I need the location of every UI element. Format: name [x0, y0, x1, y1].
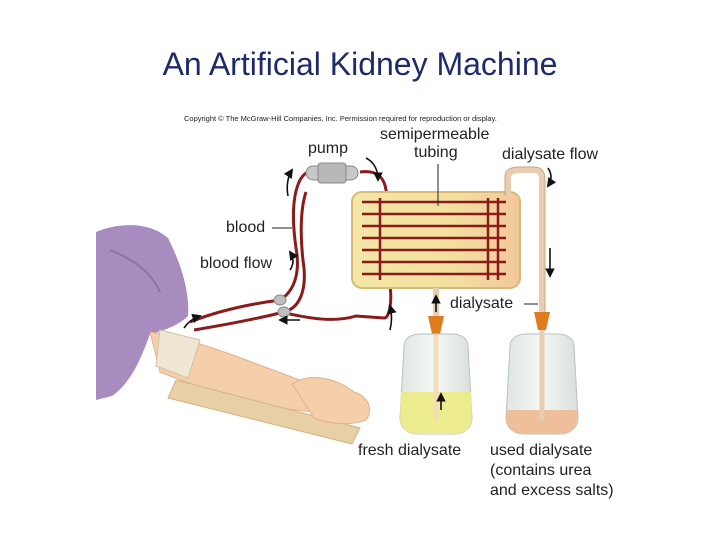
label-tubing: tubing [414, 144, 458, 161]
sleeve [96, 225, 189, 400]
tube-connector [277, 306, 291, 318]
armrest [167, 379, 361, 445]
patient-arm [96, 225, 370, 445]
bag-nozzle [428, 316, 444, 334]
fresh-dialysate-bag [399, 333, 473, 435]
label-blood-flow: blood flow [200, 255, 273, 272]
label-used-dialysate-salts: and excess salts) [490, 482, 614, 499]
label-dialysate: dialysate [450, 295, 514, 312]
label-used-dialysate: used dialysate [490, 442, 593, 459]
bag-nozzle [534, 312, 550, 330]
pump [305, 162, 359, 184]
slide-title: An Artificial Kidney Machine [162, 46, 558, 82]
label-blood: blood [226, 219, 266, 236]
used-dialysate-bag [505, 330, 579, 435]
label-dialysate-flow: dialysate flow [502, 146, 599, 163]
label-used-dialysate-contains: (contains urea [490, 462, 592, 479]
tube-connector [273, 294, 287, 306]
label-pump: pump [308, 140, 349, 157]
bandage [155, 329, 201, 379]
copyright-notice: Copyright © The McGraw-Hill Companies, I… [184, 114, 497, 123]
dialysis-chamber [351, 191, 521, 289]
label-fresh-dialysate: fresh dialysate [358, 442, 462, 459]
hand [291, 377, 370, 425]
label-semipermeable: semipermeable [380, 126, 490, 143]
